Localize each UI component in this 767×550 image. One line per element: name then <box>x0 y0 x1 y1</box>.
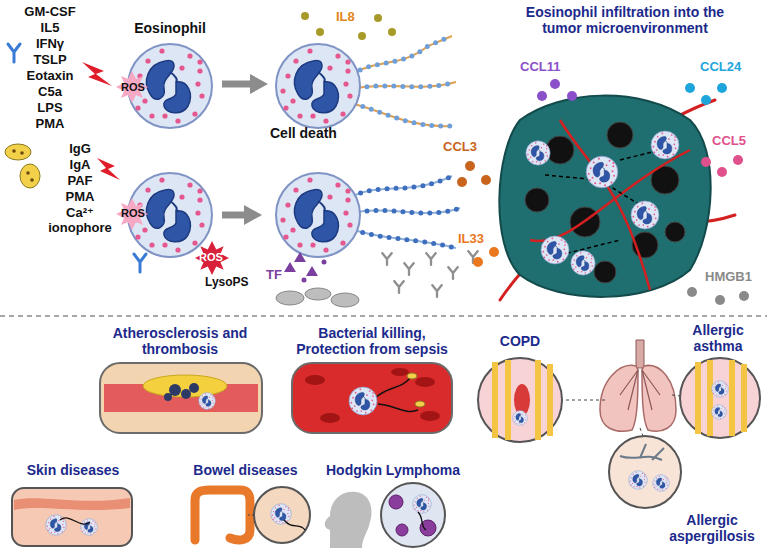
ros-label: ROS <box>121 81 145 94</box>
chemokine-label: CCL3 <box>443 140 477 155</box>
lipid-label: LysoPS <box>205 276 249 290</box>
stimulus-label: PMA <box>50 190 110 205</box>
panel-title: Allergic asthma <box>672 322 764 354</box>
chemokine-label: CCL24 <box>700 60 741 75</box>
cytokine-label: IL33 <box>458 232 484 247</box>
eosinophil-cell: EosinophilROS <box>118 20 222 155</box>
disease-panel: Bacterial killing, Protection from sepsi… <box>282 325 462 435</box>
stimulus-label: IgA <box>50 158 110 173</box>
cell-death-cell: Cell deathTF <box>262 125 462 283</box>
disease-panel: Allergic aspergillosis <box>600 430 764 547</box>
disease-panel: Skin diseases <box>8 462 138 548</box>
panel-title: Eosinophil infiltration into the tumor m… <box>505 4 745 36</box>
panel-title: Bacterial killing, Protection from sepsi… <box>287 325 457 357</box>
stimulus-label: LPS <box>5 101 95 116</box>
stimulus-label: Eotaxin <box>5 69 95 84</box>
stimulus-label: TSLP <box>5 53 95 68</box>
disease-panel: COPD <box>470 333 570 445</box>
cell-title: Cell death <box>270 125 337 141</box>
ros-label: ROS <box>199 251 223 264</box>
eosinophil-cell: ROS <box>118 165 222 265</box>
ros-label: ROS <box>121 207 145 220</box>
panel-title: Bowel diseases <box>178 462 313 478</box>
process-arrow <box>222 81 250 88</box>
disease-panel: Allergic asthma <box>672 322 764 444</box>
disease-panel: Hodgkin Lymphoma <box>318 462 468 548</box>
stimulus-label: IgG <box>50 142 110 157</box>
stimulus-label: Ca²⁺ ionophore <box>44 206 116 236</box>
factor-label: TF <box>266 268 282 283</box>
cell-title: Eosinophil <box>118 20 222 36</box>
process-arrow <box>222 212 244 219</box>
stimulus-label: GM-CSF <box>5 5 95 20</box>
disease-panel: Atherosclerosis and thrombosis <box>95 325 265 435</box>
stimulus-label: PAF <box>50 174 110 189</box>
alarmin-label: HMGB1 <box>705 270 752 285</box>
stimulus-label: C5a <box>5 85 95 100</box>
disease-panel: Bowel diseases <box>178 462 313 548</box>
chemokine-label: CCL5 <box>712 134 746 149</box>
stimulus-label: IFNγ <box>5 37 95 52</box>
panel-title: COPD <box>470 333 570 349</box>
panel-title: Skin diseases <box>8 462 138 478</box>
chemokine-label: CCL11 <box>520 60 560 75</box>
cytokine-label: IL8 <box>336 10 355 25</box>
stimulus-label: IL5 <box>5 21 95 36</box>
tumor-region: Eosinophil infiltration into the tumor m… <box>490 4 760 304</box>
panel-title: Hodgkin Lymphoma <box>318 462 468 478</box>
stimulus-label: PMA <box>5 117 95 132</box>
panel-title: Allergic aspergillosis <box>662 512 762 544</box>
panel-title: Atherosclerosis and thrombosis <box>110 325 250 357</box>
